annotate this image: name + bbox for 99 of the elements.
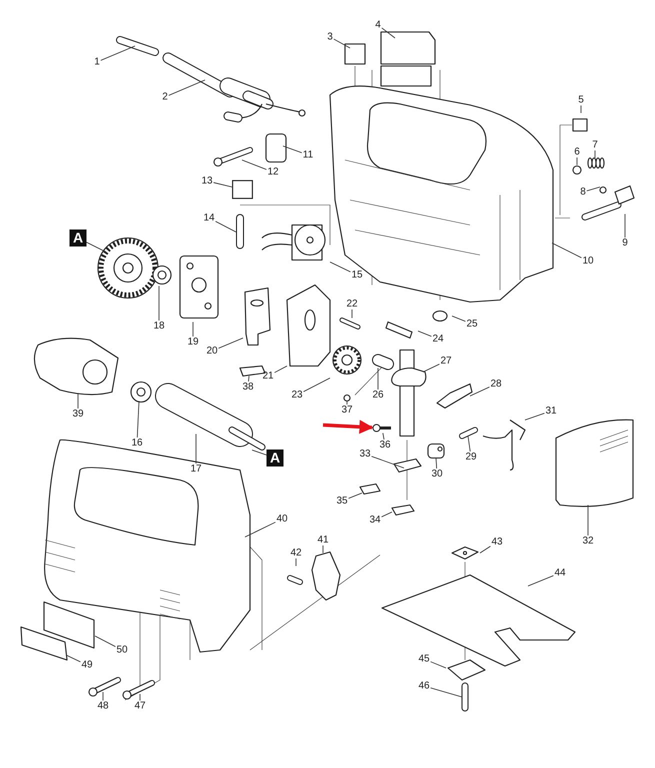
callout-number: 14 — [202, 212, 216, 224]
callout-number: 17 — [189, 464, 203, 474]
leader-line — [594, 150, 596, 158]
leader-line — [528, 575, 554, 586]
leader-line — [452, 316, 466, 322]
leader-line — [348, 492, 362, 499]
leader-line — [248, 376, 250, 382]
leader-line — [470, 386, 490, 396]
callout-number: 12 — [266, 166, 280, 178]
callout-number: 28 — [489, 378, 503, 390]
leader-line — [303, 378, 330, 392]
leader-line — [586, 186, 600, 192]
leader-line — [346, 400, 348, 405]
leader-line — [333, 38, 350, 48]
callout-number: 26 — [371, 390, 385, 400]
callout-number: 46 — [417, 680, 431, 692]
callout-number: 30 — [430, 468, 444, 480]
callout-number: 31 — [544, 406, 558, 416]
leader-line — [86, 242, 106, 252]
callout-number: 6 — [573, 146, 581, 158]
callout-number: 39 — [71, 408, 85, 420]
leader-line — [430, 661, 446, 668]
callout-number: 42 — [289, 548, 303, 558]
callout-number: 4 — [374, 20, 382, 30]
leader-line — [136, 400, 140, 438]
callout-number: 19 — [186, 336, 200, 348]
leader-line — [158, 286, 160, 321]
callout-number: 49 — [80, 660, 94, 670]
callout-number: 34 — [368, 514, 382, 526]
callout-number: 20 — [205, 346, 219, 356]
leader-line — [524, 412, 545, 420]
leader-line — [381, 28, 396, 38]
callout-number: 36 — [378, 440, 392, 450]
callout-number: 2 — [161, 92, 169, 102]
leader-line — [436, 458, 438, 469]
leader-line — [244, 522, 276, 538]
leader-line — [371, 456, 404, 468]
leader-line — [480, 546, 491, 554]
screw-picture — [372, 423, 392, 433]
callout-number: 3 — [326, 32, 334, 42]
callout-number: 48 — [96, 700, 110, 712]
leader-line — [381, 512, 392, 518]
leader-line — [168, 80, 206, 96]
leader-line — [213, 182, 232, 188]
leader-line — [580, 105, 582, 114]
leader-line — [468, 436, 471, 452]
callout-number: 1 — [93, 56, 101, 68]
callout-number: 45 — [417, 654, 431, 664]
callout-number: 16 — [130, 438, 144, 448]
callout-number: 15 — [350, 270, 364, 280]
callout-number: 38 — [241, 382, 255, 392]
callout-number: 33 — [358, 448, 372, 460]
callout-number: 29 — [464, 452, 478, 462]
leader-line — [192, 322, 194, 337]
leader-line — [218, 338, 244, 349]
callout-number: 10 — [581, 256, 595, 266]
leader-line — [330, 262, 351, 272]
leader-line — [94, 636, 116, 647]
leader-line — [102, 692, 104, 701]
callout-number: 24 — [431, 334, 445, 344]
callout-number: 41 — [316, 534, 330, 546]
reference-marker: A — [266, 450, 284, 466]
callout-number: 25 — [465, 318, 479, 330]
callout-number: 43 — [490, 536, 504, 548]
leader-line — [215, 221, 236, 232]
callout-number: 9 — [621, 238, 629, 248]
leader-line — [430, 688, 462, 698]
callout-number: 5 — [577, 94, 585, 106]
callout-number: 50 — [115, 644, 129, 656]
leader-line — [422, 364, 440, 372]
callout-number: 8 — [579, 186, 587, 198]
pointer-arrow — [322, 420, 374, 434]
callout-number: 47 — [133, 700, 147, 712]
callout-number: 35 — [335, 496, 349, 506]
callout-number: 7 — [591, 140, 599, 150]
leader-line — [242, 160, 267, 170]
callout-number: 32 — [581, 536, 595, 546]
block-part — [232, 180, 253, 199]
leader-line — [418, 330, 432, 337]
callout-number: 44 — [553, 568, 567, 578]
callout-number: 22 — [345, 298, 359, 310]
leader-line — [552, 242, 582, 258]
callout-number: 13 — [200, 176, 214, 186]
leader-line — [66, 654, 81, 662]
callout-number: 27 — [439, 356, 453, 366]
leader-line — [576, 157, 578, 166]
callout-number: 40 — [275, 514, 289, 524]
leader-line — [100, 46, 136, 61]
callout-number: 18 — [152, 320, 166, 332]
callout-number: 37 — [340, 404, 354, 416]
leader-line — [382, 432, 384, 440]
callout-number: 11 — [302, 150, 314, 160]
callout-number: 23 — [290, 390, 304, 400]
leader-line — [274, 366, 288, 373]
leader-line — [252, 450, 267, 456]
leader-line — [322, 545, 324, 554]
leader-line — [282, 146, 302, 154]
reference-marker: A — [70, 230, 86, 246]
leader-line — [624, 214, 626, 238]
